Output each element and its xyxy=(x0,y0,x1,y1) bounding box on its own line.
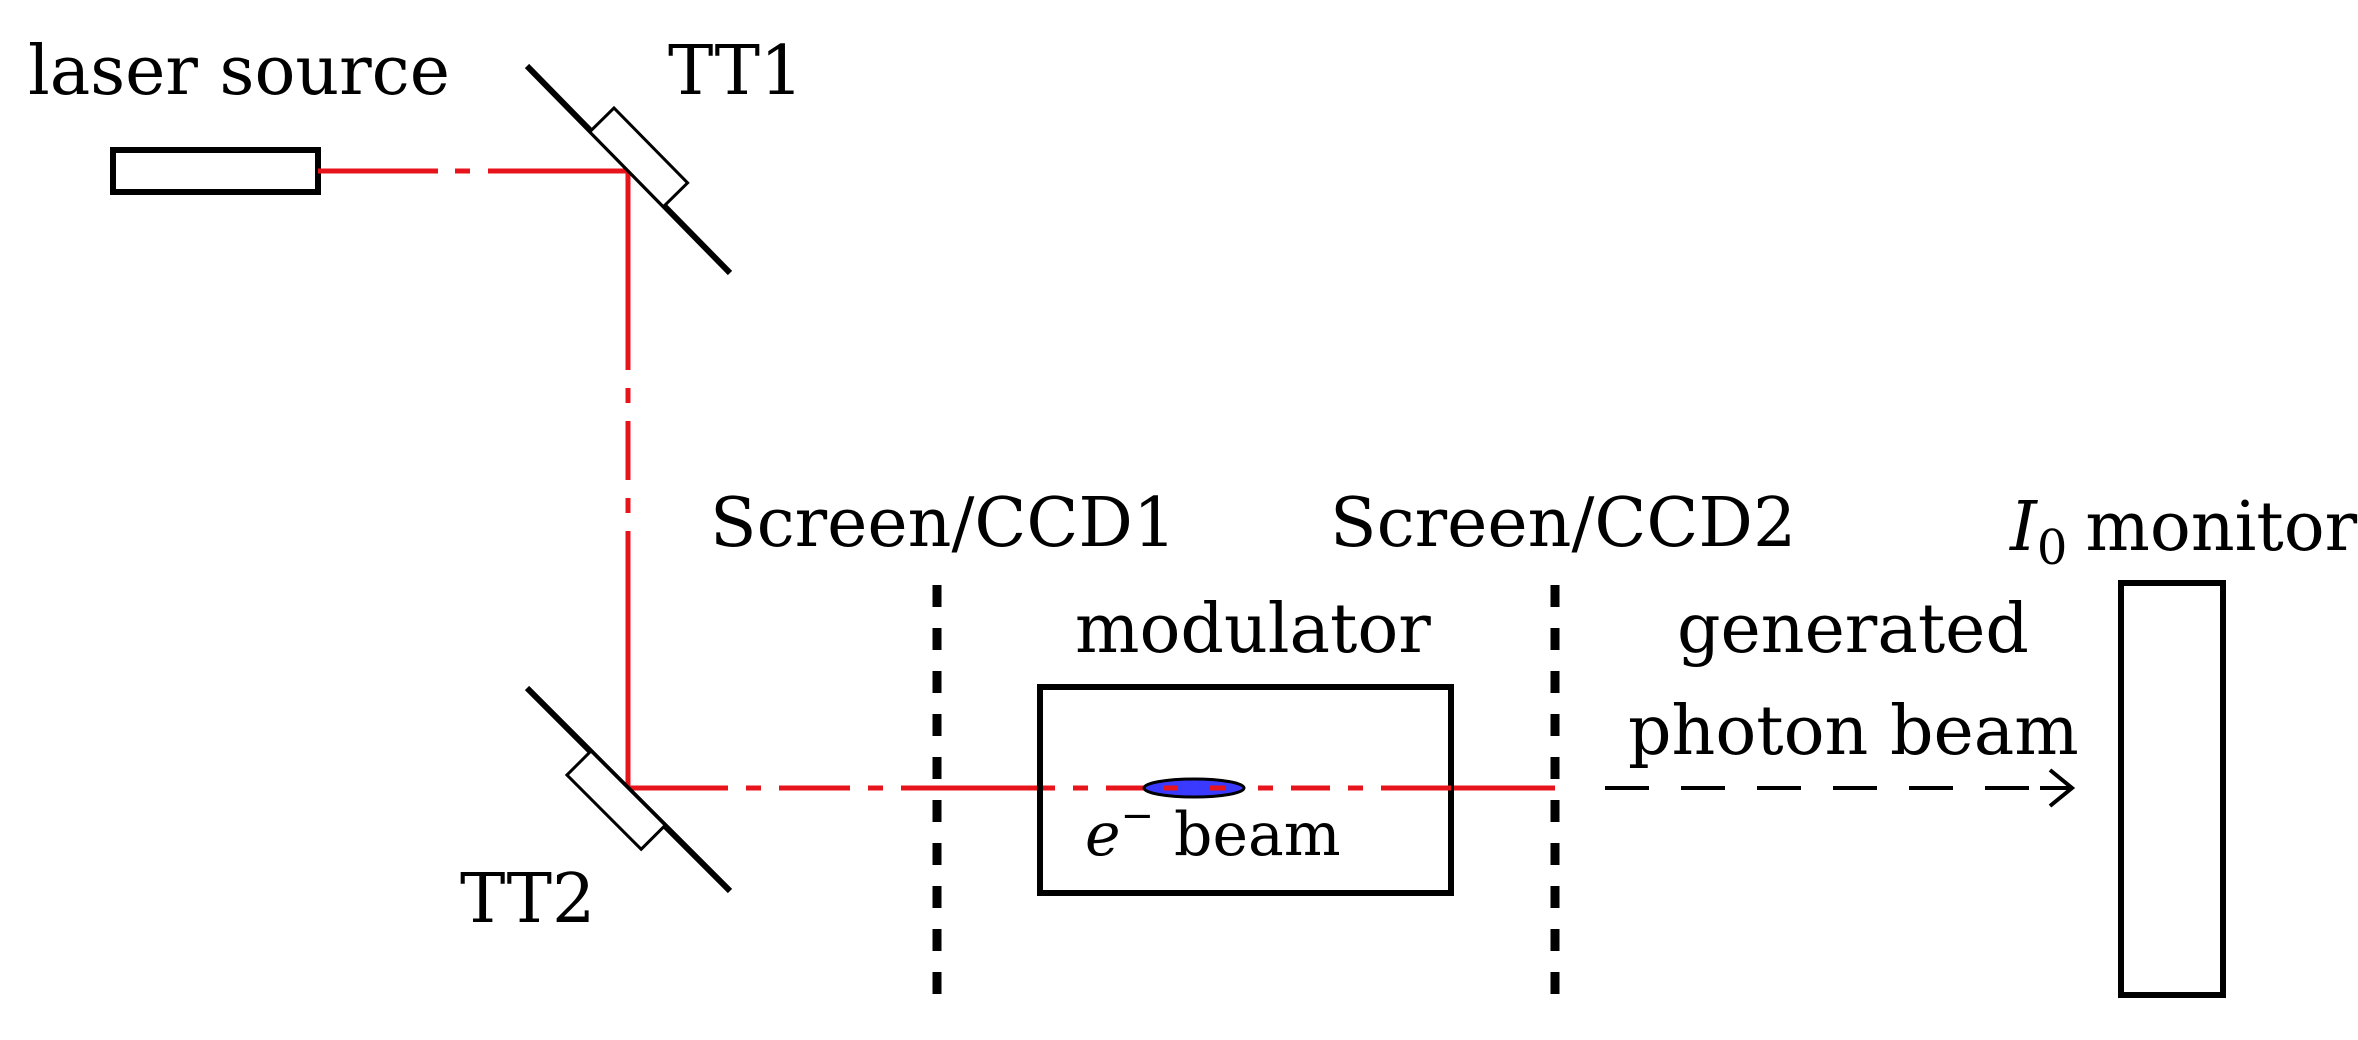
electron-bunch xyxy=(1142,777,1246,799)
tt2-label: TT2 xyxy=(460,860,595,939)
screen-ccd1-label: Screen/CCD1 xyxy=(710,484,1176,563)
laser-source-box xyxy=(110,147,321,195)
electron-superscript: − xyxy=(1121,793,1155,839)
generated-label-line1: generated xyxy=(1677,590,2029,669)
monitor-word: monitor xyxy=(2085,488,2357,567)
electron-beam-label: e−beam xyxy=(1085,793,1341,870)
laser-beam-path xyxy=(318,168,1555,791)
electron-symbol: e xyxy=(1085,800,1121,870)
screen-ccd2-label: Screen/CCD2 xyxy=(1330,484,1796,563)
electron-beam-word: beam xyxy=(1174,800,1341,870)
i0-monitor-box xyxy=(2118,580,2226,998)
tt2-mirror xyxy=(524,685,733,894)
tt1-label: TT1 xyxy=(668,32,803,111)
i0-monitor-label: I0 monitor xyxy=(2008,488,2358,576)
generated-label-line2: photon beam xyxy=(1628,692,2079,771)
monitor-subscript: 0 xyxy=(2037,520,2068,576)
laser-source-label: laser source xyxy=(28,32,450,111)
tt1-mirror-mount xyxy=(587,105,690,209)
monitor-symbol: I xyxy=(2008,488,2038,567)
tt1-mirror xyxy=(524,63,733,276)
modulator-label: modulator xyxy=(1075,590,1431,669)
tt2-mirror-mount xyxy=(564,748,668,852)
